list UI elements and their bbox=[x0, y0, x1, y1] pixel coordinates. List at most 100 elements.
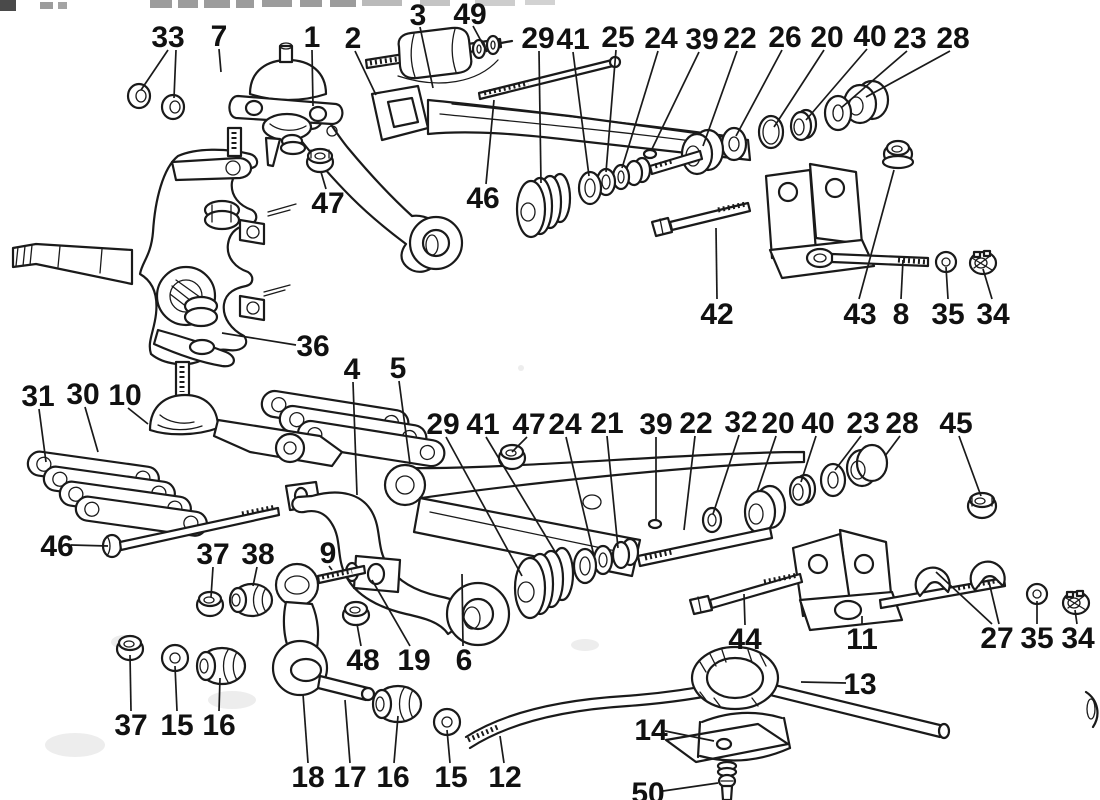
callout-17: 17 bbox=[333, 761, 366, 794]
callout-47: 47 bbox=[512, 408, 545, 441]
callout-5: 5 bbox=[390, 352, 407, 385]
callout-29: 29 bbox=[521, 22, 554, 55]
leader-line-35 bbox=[945, 266, 949, 300]
callout-8: 8 bbox=[893, 298, 910, 331]
callout-11: 11 bbox=[846, 623, 878, 656]
callout-40: 40 bbox=[801, 407, 834, 440]
leader-line-43 bbox=[858, 169, 895, 300]
callout-39: 39 bbox=[685, 23, 718, 56]
nut-45 bbox=[966, 491, 998, 520]
leader-line-22 bbox=[702, 50, 738, 147]
leader-line-41 bbox=[572, 51, 590, 177]
washers-33 bbox=[126, 82, 186, 121]
leader-line-29 bbox=[538, 50, 542, 184]
leader-line-24 bbox=[565, 436, 595, 557]
leader-line-15 bbox=[446, 729, 451, 764]
callout-33: 33 bbox=[151, 21, 184, 54]
link-hardware-upper bbox=[195, 582, 371, 627]
leader-line-50 bbox=[662, 782, 719, 792]
leader-line-47 bbox=[320, 171, 327, 190]
callout-23: 23 bbox=[893, 22, 926, 55]
leader-line-41 bbox=[485, 436, 561, 561]
leader-line-5 bbox=[398, 380, 411, 465]
leader-line-42 bbox=[715, 227, 718, 300]
leader-line-16 bbox=[393, 715, 399, 764]
leader-line-47 bbox=[511, 436, 528, 453]
callout-9: 9 bbox=[320, 537, 337, 570]
leader-line-28 bbox=[865, 50, 951, 98]
leader-line-3 bbox=[419, 26, 434, 89]
callout-29: 29 bbox=[426, 408, 459, 441]
leader-line-31 bbox=[38, 408, 47, 463]
leader-line-37 bbox=[210, 566, 214, 598]
leader-line-36 bbox=[221, 332, 297, 346]
callout-16: 16 bbox=[376, 761, 409, 794]
leader-line-21 bbox=[606, 435, 619, 549]
castle-nut-47-upper bbox=[305, 147, 335, 174]
leader-line-33 bbox=[173, 49, 177, 99]
callout-16: 16 bbox=[202, 709, 235, 742]
lower-clamp-bolt bbox=[688, 572, 804, 616]
callout-27: 27 bbox=[980, 622, 1013, 655]
leader-line-13 bbox=[800, 681, 847, 684]
leader-line-34 bbox=[982, 268, 993, 300]
callout-23: 23 bbox=[846, 407, 879, 440]
callout-19: 19 bbox=[397, 644, 430, 677]
upper-shackle-bracket bbox=[764, 162, 998, 280]
stabilizer-bar bbox=[464, 678, 1099, 750]
leader-line-37 bbox=[129, 654, 132, 712]
callout-47: 47 bbox=[311, 187, 344, 220]
callout-39: 39 bbox=[639, 408, 672, 441]
callout-32: 32 bbox=[724, 406, 757, 439]
leader-line-38 bbox=[252, 566, 258, 587]
leader-line-16 bbox=[218, 677, 221, 712]
callout-14: 14 bbox=[634, 714, 668, 747]
leader-line-44 bbox=[743, 593, 746, 626]
callout-36: 36 bbox=[296, 330, 329, 363]
leader-line-20 bbox=[756, 435, 777, 493]
stabilizer-link bbox=[271, 562, 376, 702]
leader-line-1 bbox=[311, 49, 314, 107]
leader-line-22 bbox=[683, 435, 696, 531]
leader-line-23 bbox=[834, 435, 862, 471]
callout-30: 30 bbox=[66, 378, 99, 411]
leader-line-27 bbox=[935, 571, 993, 625]
track-rod-and-damper bbox=[364, 26, 514, 84]
lower-bushing-set bbox=[513, 443, 889, 620]
leader-line-39 bbox=[650, 51, 700, 152]
leader-line-29 bbox=[445, 436, 523, 577]
leader-line-18 bbox=[302, 693, 309, 764]
callout-41: 41 bbox=[466, 408, 499, 441]
callout-35: 35 bbox=[931, 298, 964, 331]
callout-15: 15 bbox=[160, 709, 193, 742]
leader-line-33 bbox=[140, 49, 169, 91]
callout-22: 22 bbox=[723, 22, 756, 55]
callout-37: 37 bbox=[196, 538, 229, 571]
leader-line-23 bbox=[840, 50, 908, 109]
callout-45: 45 bbox=[939, 407, 972, 440]
leader-line-34 bbox=[1074, 609, 1078, 625]
leader-line-46 bbox=[70, 544, 109, 547]
leader-line-9 bbox=[328, 565, 333, 571]
clamp-screw-50 bbox=[716, 760, 738, 800]
callout-46: 46 bbox=[466, 182, 499, 215]
leader-line-30 bbox=[84, 406, 99, 453]
callout-10: 10 bbox=[108, 379, 141, 412]
callout-7: 7 bbox=[211, 20, 228, 53]
callout-31: 31 bbox=[21, 380, 54, 413]
callout-3: 3 bbox=[410, 0, 427, 32]
long-bolt-46-lower bbox=[101, 504, 281, 559]
callout-6: 6 bbox=[456, 644, 473, 677]
stabilizer-clamp-bracket bbox=[664, 711, 792, 764]
leader-line-15 bbox=[174, 665, 178, 712]
leader-line-40 bbox=[805, 48, 868, 121]
shim-stack-left bbox=[26, 450, 208, 537]
callout-18: 18 bbox=[291, 761, 324, 794]
callout-37: 37 bbox=[114, 709, 147, 742]
leader-line-2 bbox=[354, 50, 377, 96]
leader-line-17 bbox=[344, 699, 351, 764]
callout-40: 40 bbox=[853, 20, 886, 53]
callout-35: 35 bbox=[1020, 622, 1053, 655]
